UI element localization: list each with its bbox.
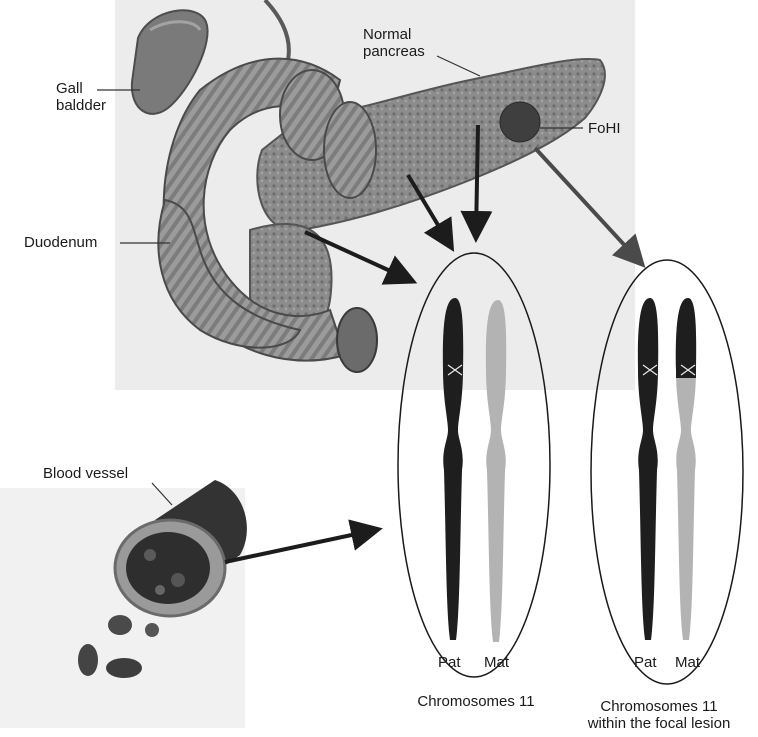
fohi-lesion xyxy=(500,102,540,142)
right-mat-label: Mat xyxy=(675,654,700,671)
gallbladder-label: Gall baldder xyxy=(56,80,106,114)
arrow-blood-vessel xyxy=(225,530,375,562)
right-paternal-chromosome xyxy=(638,298,658,640)
right-pat-label: Pat xyxy=(634,654,657,671)
left-pat-label: Pat xyxy=(438,654,461,671)
duodenum-label: Duodenum xyxy=(24,234,97,251)
left-panel-caption: Chromosomes 11 xyxy=(396,693,556,710)
arrow-pancreas-3 xyxy=(476,125,478,235)
normal-pancreas-label: Normal pancreas xyxy=(363,26,425,60)
left-paternal-chromosome xyxy=(443,298,463,640)
right-panel-caption: Chromosomes 11 within the focal lesion xyxy=(564,698,754,732)
left-mat-label: Mat xyxy=(484,654,509,671)
left-maternal-chromosome xyxy=(486,300,506,642)
right-lesion-chromosome xyxy=(676,298,696,640)
fohi-label: FoHI xyxy=(588,120,621,137)
blood-vessel-label: Blood vessel xyxy=(43,465,128,482)
